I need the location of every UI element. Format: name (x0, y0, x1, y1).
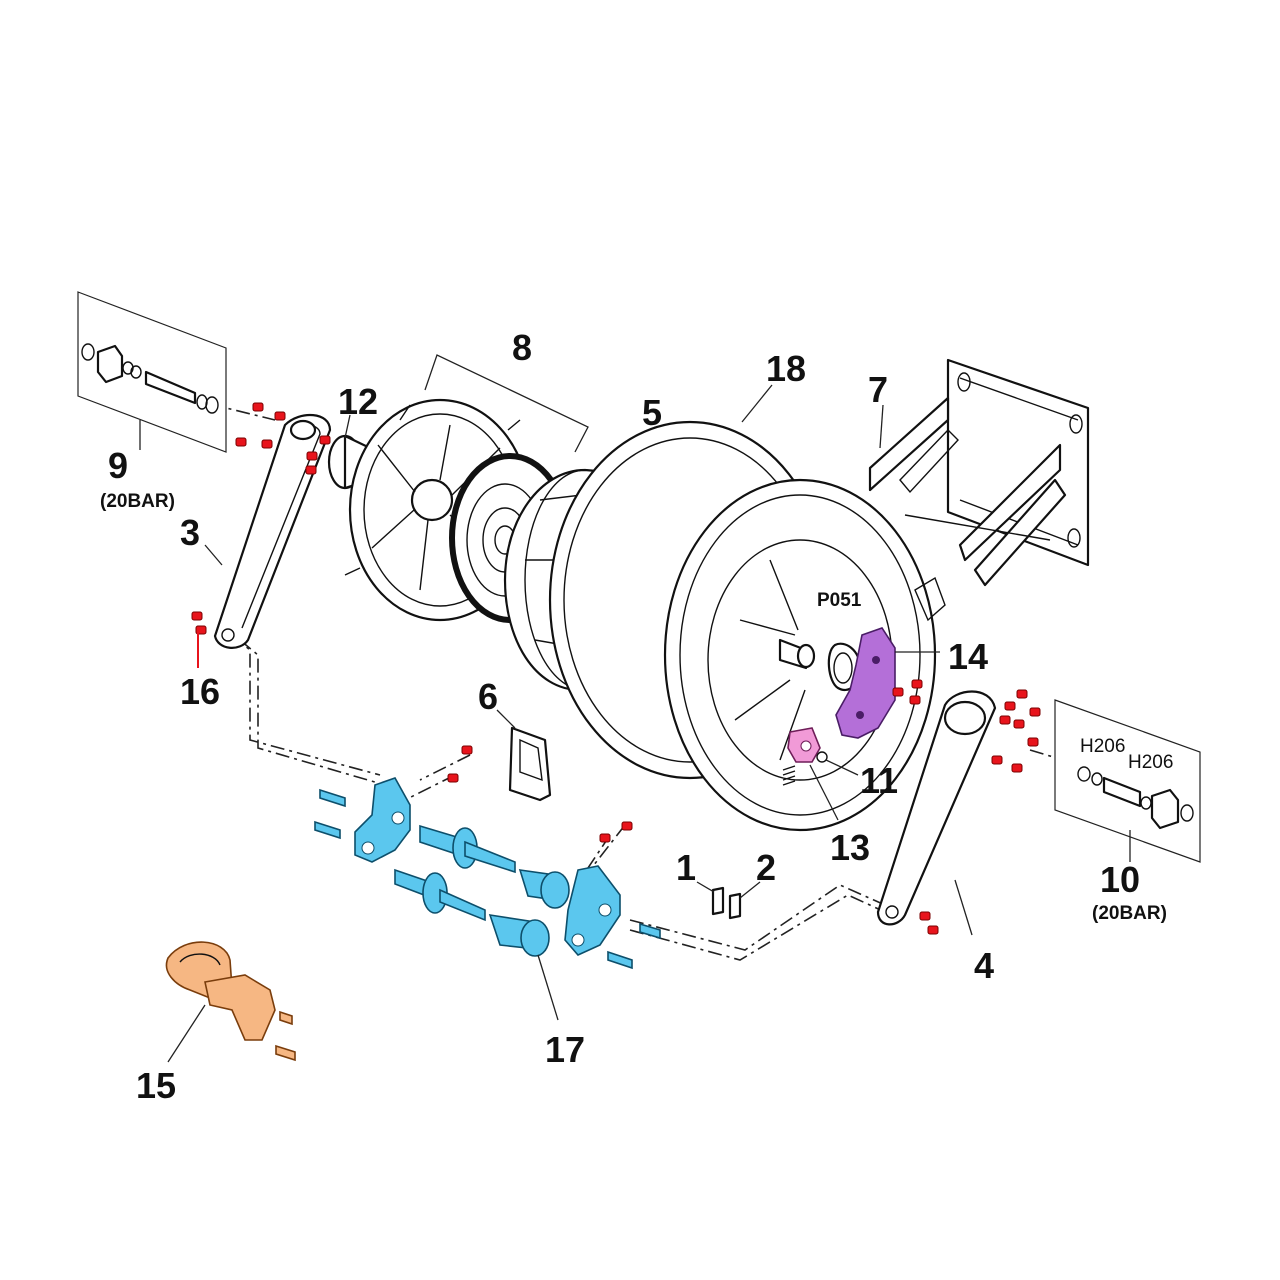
front-flange: P051 (663, 478, 946, 832)
kit-10-pressure: (20BAR) (1092, 903, 1167, 924)
arm-4: 4 (876, 690, 997, 986)
wall-bracket-7: 7 (868, 358, 1090, 587)
callout-16: 16 (180, 671, 220, 712)
callout-6: 6 (478, 676, 498, 717)
spring-plate-14: 14 (835, 627, 988, 739)
callout-3: 3 (180, 512, 200, 553)
seal-code-a: H206 (1080, 736, 1125, 757)
hub-code-label: P051 (817, 590, 862, 611)
callout-12: 12 (338, 381, 378, 422)
callout-16-group: 16 (180, 632, 220, 712)
kit-10-box: H206 H206 10 (20BAR) (1054, 699, 1201, 924)
callout-1: 1 (676, 847, 696, 888)
spring-11: 11 (782, 751, 898, 801)
callout-17: 17 (545, 1029, 585, 1070)
shaft-set-17: 17 (314, 777, 661, 1070)
callout-2: 2 (756, 847, 776, 888)
callout-7: 7 (868, 369, 888, 410)
callout-14: 14 (948, 636, 988, 677)
kit-9-pressure: (20BAR) (100, 491, 175, 512)
callout-8: 8 (512, 327, 532, 368)
latch-13: 13 (787, 727, 870, 868)
kit-9-box: 9 (20BAR) (77, 291, 227, 512)
seal-code-b: H206 (1128, 752, 1173, 773)
arm-3: 3 (180, 413, 332, 649)
callout-13: 13 (830, 827, 870, 868)
callout-15: 15 (136, 1065, 176, 1106)
fasteners (191, 402, 1041, 935)
clip-6: 6 (478, 676, 552, 802)
kit-9-fittings (81, 343, 219, 414)
kit-10-fittings (1077, 766, 1194, 830)
callout-10: 10 (1100, 859, 1140, 900)
callout-18: 18 (766, 348, 806, 389)
fittings-1-2: 1 2 (676, 847, 776, 920)
callout-9: 9 (108, 445, 128, 486)
callout-11: 11 (860, 760, 898, 801)
callout-4: 4 (974, 945, 994, 986)
clamp-15: 15 (136, 941, 296, 1106)
callout-5: 5 (642, 392, 662, 433)
